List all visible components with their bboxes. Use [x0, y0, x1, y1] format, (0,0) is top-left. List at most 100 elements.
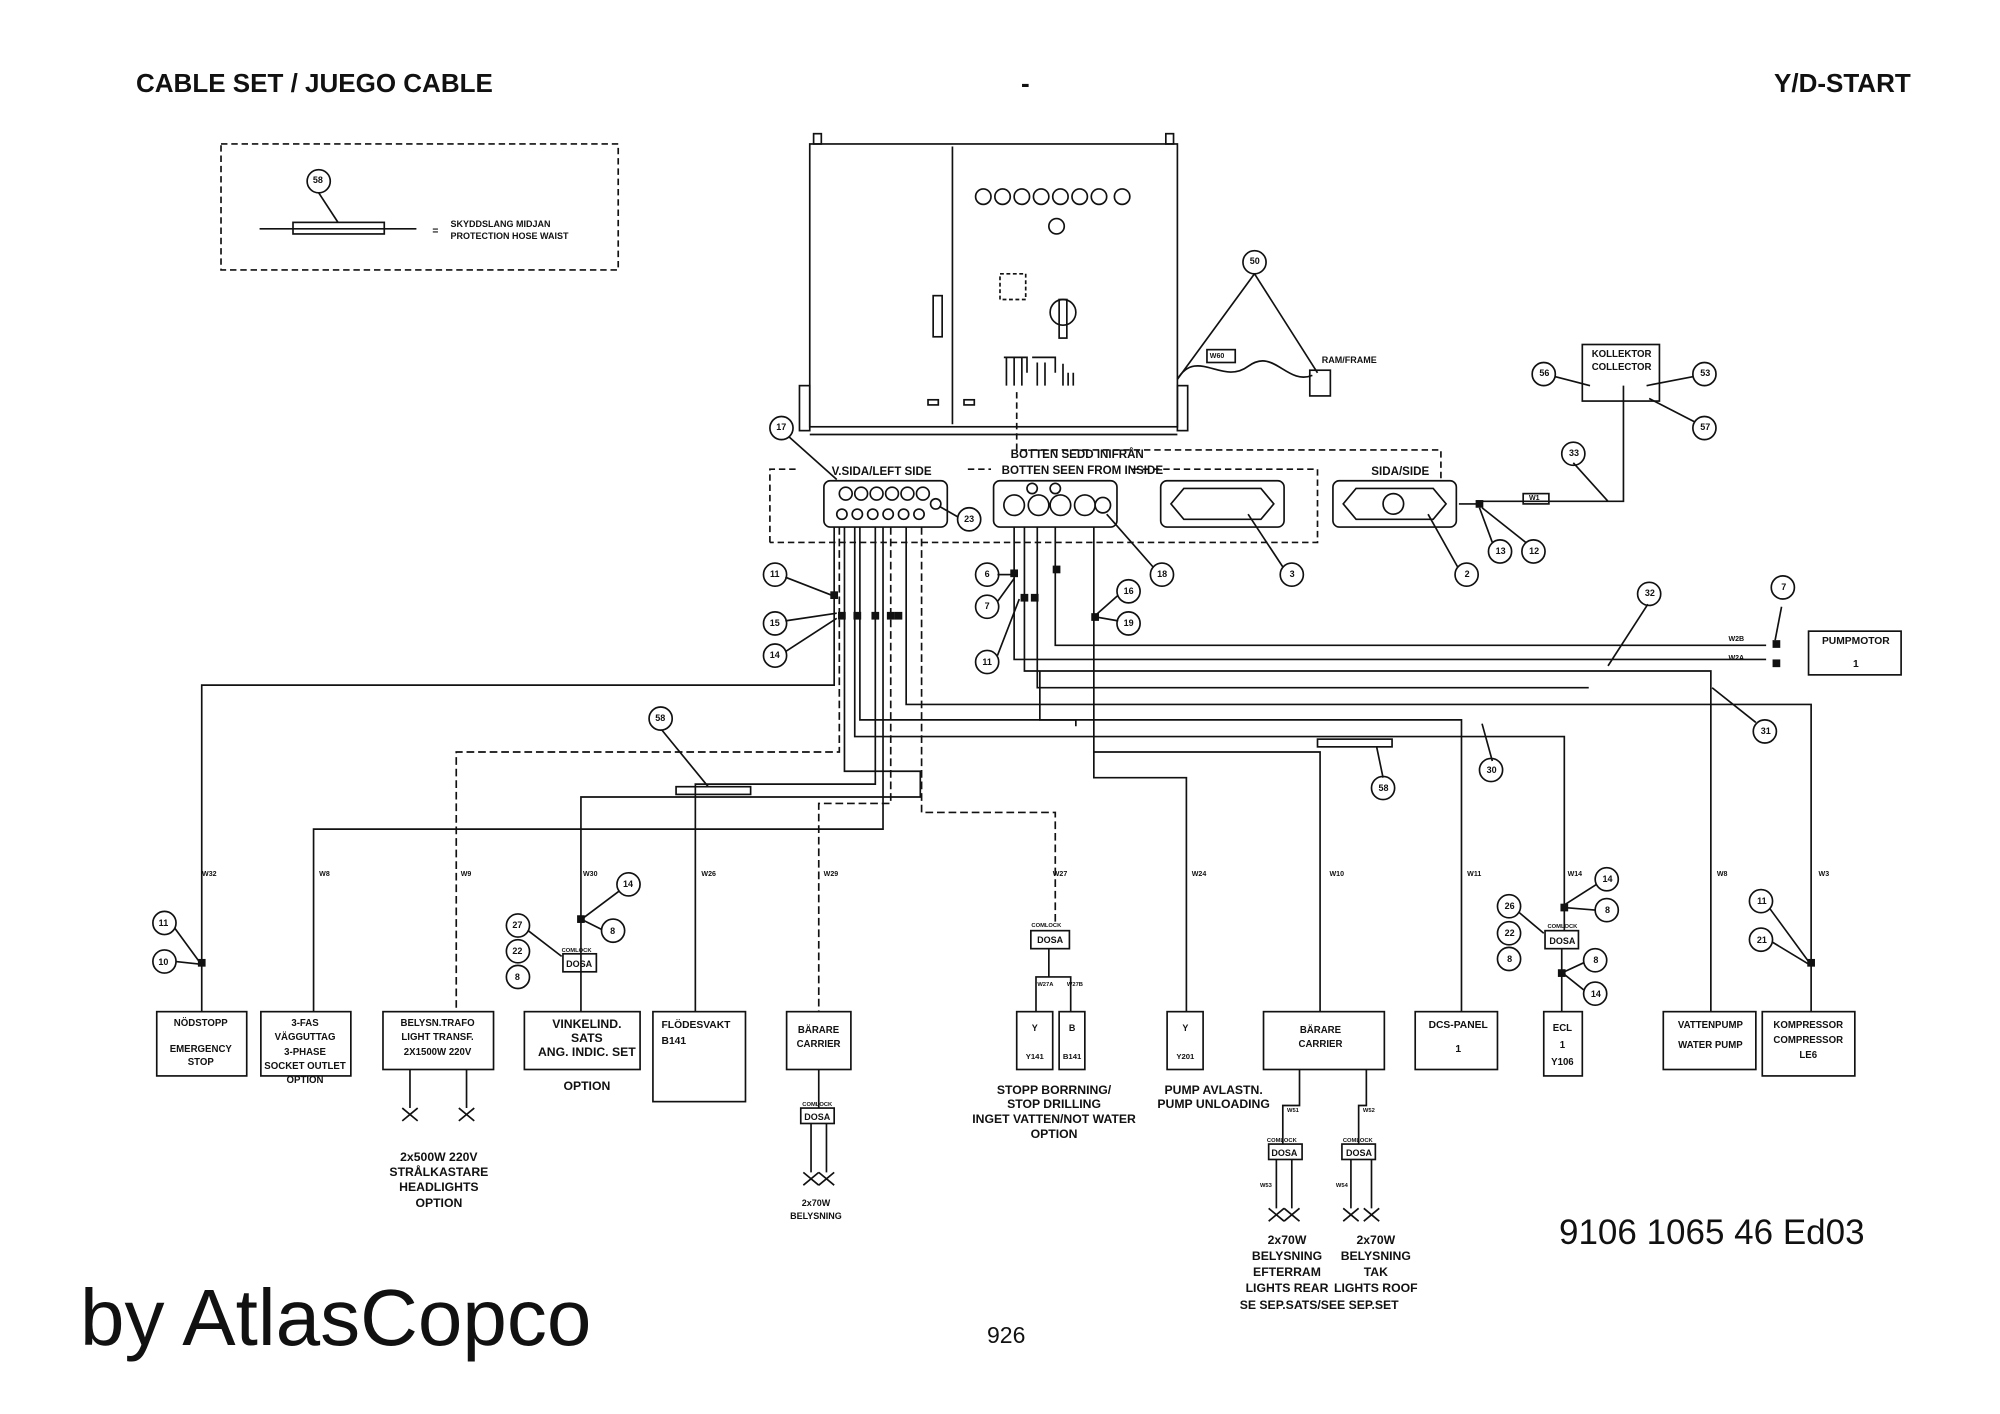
gland-plate-bottom — [992, 479, 1118, 528]
callout-23: 23 — [964, 513, 975, 524]
vattenpump-line: WATER PUMP — [1678, 1040, 1743, 1052]
callout-27-vinkel: 27 — [512, 920, 523, 931]
frame-ground — [1176, 249, 1332, 397]
callout-8-ecl: 8 — [1604, 905, 1610, 916]
flodesvakt-line-2: B141 — [661, 1036, 687, 1048]
stopp-y2-code: B141 — [1062, 1051, 1082, 1061]
pumpavl-top: Y — [1182, 1023, 1189, 1034]
pumpmotor-box — [1807, 630, 1902, 676]
barare2-below-right-line: BELYSNING — [1340, 1249, 1411, 1264]
wire-tag-w11: W11 — [1467, 871, 1482, 879]
vinkel-line: VINKELIND. — [552, 1017, 622, 1032]
wire-tag-w27: W27 — [1052, 871, 1068, 879]
gland-left-title: V.SIDA/LEFT SIDE — [831, 466, 932, 479]
callout-c58a: 58 — [655, 713, 666, 724]
vinkel-option: OPTION — [563, 1078, 611, 1093]
callout-58-legend: 58 — [312, 175, 323, 186]
nodstopp-line: EMERGENCY — [169, 1044, 232, 1056]
vattenpump-line: VATTENPUMP — [1677, 1019, 1743, 1031]
wire-tag-w27b: W27B — [1066, 982, 1083, 989]
trafo-line: BELYSN.TRAFO — [400, 1018, 475, 1030]
callout-14-vinkel: 14 — [623, 879, 634, 890]
barare2-below-left-line: EFTERRAM — [1253, 1265, 1321, 1280]
ecl-line: Y106 — [1551, 1056, 1574, 1068]
legend-line-2: PROTECTION HOSE WAIST — [450, 230, 569, 241]
wire-tag-w8-fas: W8 — [319, 871, 330, 879]
vinkel-line: SATS — [571, 1031, 603, 1046]
fas3-line: 3-FAS — [291, 1018, 319, 1030]
callout-6: 6 — [984, 569, 990, 580]
stopp-y1-top: Y — [1031, 1023, 1038, 1034]
kompressor-line: LE6 — [1799, 1050, 1818, 1062]
callout-11: 11 — [982, 656, 992, 667]
wire-tag-w54: W54 — [1335, 1183, 1348, 1190]
callout-57: 57 — [1700, 422, 1711, 433]
barare2-below-right-line: TAK — [1363, 1265, 1388, 1280]
stopp-below-line: INGET VATTEN/NOT WATER — [972, 1112, 1136, 1127]
nodstopp-line: NÖDSTOPP — [173, 1018, 228, 1030]
frame-label: RAM/FRAME — [1321, 355, 1377, 366]
callout-c31: 31 — [1760, 726, 1771, 737]
stopp-y1-code: Y141 — [1025, 1051, 1044, 1061]
barare2-below-left-line: BELYSNING — [1251, 1249, 1323, 1264]
callout-c32: 32 — [1644, 588, 1655, 599]
callout-8-vinkel: 8 — [610, 925, 616, 936]
dcs-line-1: DCS-PANEL — [1428, 1019, 1488, 1031]
legend-equals: = — [432, 225, 439, 237]
callout-17: 17 — [776, 422, 787, 433]
barare2-comlock-2: COMLOCK — [1342, 1137, 1373, 1144]
wire-tag-w26: W26 — [701, 871, 716, 879]
callout-12: 12 — [1529, 545, 1540, 556]
vinkel-line: ANG. INDIC. SET — [537, 1045, 636, 1060]
gland-plate-left — [823, 479, 949, 528]
callout-c7: 7 — [1781, 582, 1787, 592]
pumpavl-below-line: PUMP AVLASTN. — [1164, 1082, 1263, 1097]
collector-line-2: COLLECTOR — [1591, 361, 1652, 373]
barare2-below-right-line: LIGHTS ROOF — [1334, 1281, 1418, 1296]
stopp-y2-top: B — [1068, 1023, 1076, 1034]
callout-8b-vinkel: 8 — [514, 971, 520, 982]
callout-22-ecl: 22 — [1504, 928, 1515, 939]
collector-box — [1581, 343, 1661, 402]
pump-wire-tag-1: W2B — [1728, 635, 1745, 643]
legend-line-1: SKYDDSLANG MIDJAN — [450, 219, 551, 230]
ecl-comlock: COMLOCK — [1547, 924, 1578, 931]
fas3-line: 3-PHASE — [284, 1046, 326, 1058]
callout-c30: 30 — [1486, 764, 1497, 775]
barare2-below-left-line: LIGHTS REAR — [1245, 1281, 1329, 1296]
wire-tag-w3: W3 — [1818, 871, 1830, 879]
callout-13: 13 — [1495, 545, 1506, 556]
wire-tag-w8-vatten: W8 — [1716, 871, 1728, 879]
callout-15: 15 — [769, 618, 780, 629]
pumpmotor-line-2: 1 — [1852, 659, 1859, 671]
dcs-line-2: 1 — [1455, 1044, 1462, 1056]
ecl-dosa: DOSA — [1549, 935, 1576, 946]
vinkel-dosa: DOSA — [566, 959, 593, 970]
gland-bottom-title-1: BOTTEN SEDD INIFRÅN — [1010, 449, 1144, 462]
wire-tag-w9: W9 — [460, 871, 472, 879]
callout-50: 50 — [1249, 256, 1260, 267]
callout-21-komp: 21 — [1756, 934, 1767, 945]
barare2-line: BÄRARE — [1299, 1024, 1342, 1036]
wire-tag-w51: W51 — [1287, 1108, 1299, 1115]
wire-tag-w30: W30 — [583, 871, 598, 879]
callout-53: 53 — [1700, 368, 1711, 379]
wire-tag-w32: W32 — [202, 871, 217, 879]
stopp-below-line: STOP DRILLING — [1007, 1097, 1102, 1112]
sheet-title-left: CABLE SET / JUEGO CABLE — [136, 68, 493, 98]
sheet-title-center: - — [1021, 68, 1030, 98]
callout-14b-ecl: 14 — [1590, 988, 1601, 999]
barare2-below-right-line: 2x70W — [1356, 1233, 1396, 1248]
callout-11-komp: 11 — [1757, 896, 1767, 907]
barare1-line: BÄRARE — [797, 1024, 840, 1036]
kompressor-line: KOMPRESSOR — [1773, 1019, 1844, 1031]
pumpmotor-line-1: PUMPMOTOR — [1821, 636, 1890, 648]
brand-watermark: by AtlasCopco — [80, 1273, 592, 1362]
trafo-line: 2X1500W 220V — [403, 1046, 472, 1058]
callout-c58b: 58 — [1378, 782, 1389, 793]
barare2-line: CARRIER — [1298, 1038, 1343, 1050]
fas3-line: VÄGGUTTAG — [274, 1032, 336, 1044]
callout-10-nodstopp: 10 — [158, 956, 169, 967]
callout-18: 18 — [1157, 569, 1168, 580]
